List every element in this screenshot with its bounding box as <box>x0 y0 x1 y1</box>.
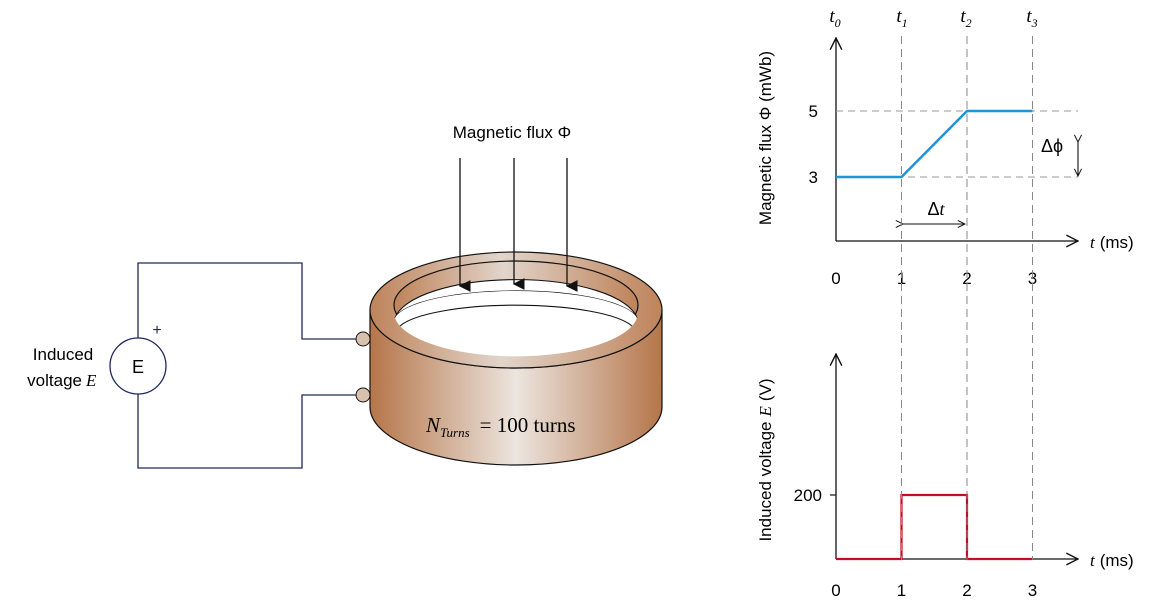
voltage-x-tick-label: 3 <box>1028 581 1037 600</box>
delta-t-label: Δt <box>927 199 945 219</box>
marker-t2: t2 <box>960 6 971 30</box>
flux-arrows <box>458 158 578 292</box>
voltage-x-tick-label: 2 <box>962 581 971 600</box>
flux-x-tick-label: 2 <box>962 269 971 288</box>
flux-chart-marks: 3 5 0 1 2 3 <box>809 102 1078 288</box>
turns-label: NTurns= 100 turns <box>425 413 576 440</box>
flux-chart-ylabel: Magnetic flux Φ (mWb) <box>756 51 775 225</box>
marker-t1: t1 <box>896 6 907 30</box>
marker-t0: t0 <box>829 6 840 30</box>
voltage-source <box>109 337 167 395</box>
circuit-wires <box>137 262 356 469</box>
voltage-chart-marks: 200 0 1 2 3 <box>794 486 1038 600</box>
flux-x-tick-label: 0 <box>831 269 840 288</box>
time-guides <box>901 36 1033 560</box>
flux-chart-xlabel: t(ms) <box>1090 233 1134 252</box>
coil <box>355 251 663 466</box>
flux-label: Magnetic flux Φ <box>453 123 571 142</box>
voltage-x-tick-label: 1 <box>897 581 906 600</box>
voltage-chart: t(ms) Induced voltageE(V) 200 0 1 2 3 <box>756 354 1134 600</box>
flux-x-tick-label: 1 <box>897 269 906 288</box>
terminal-top <box>355 331 371 347</box>
voltage-chart-xlabel: t(ms) <box>1090 551 1134 570</box>
flux-chart: t(ms) Magnetic flux Φ (mWb) 3 5 0 1 2 3 Δϕ Δt <box>756 38 1134 288</box>
time-markers: t0 t1 t2 t3 <box>829 6 1037 30</box>
flux-y-tick-label: 3 <box>809 168 818 187</box>
flux-series-line <box>836 109 1033 179</box>
marker-t3: t3 <box>1026 6 1037 30</box>
voltage-series-line <box>836 493 1033 561</box>
flux-y-tick-label: 5 <box>809 102 818 121</box>
terminal-bottom <box>355 387 371 403</box>
voltage-x-tick-label: 0 <box>831 581 840 600</box>
source-polarity: + <box>152 322 161 339</box>
voltage-y-tick-label: 200 <box>794 486 822 505</box>
voltage-chart-ylabel: Induced voltageE(V) <box>756 378 775 541</box>
induced-voltage-var: E <box>85 371 97 390</box>
source-symbol: E <box>132 357 144 377</box>
induced-voltage-label: Induced voltage <box>27 345 98 390</box>
flux-x-tick-label: 3 <box>1028 269 1037 288</box>
delta-phi-label: Δϕ <box>1041 136 1063 156</box>
